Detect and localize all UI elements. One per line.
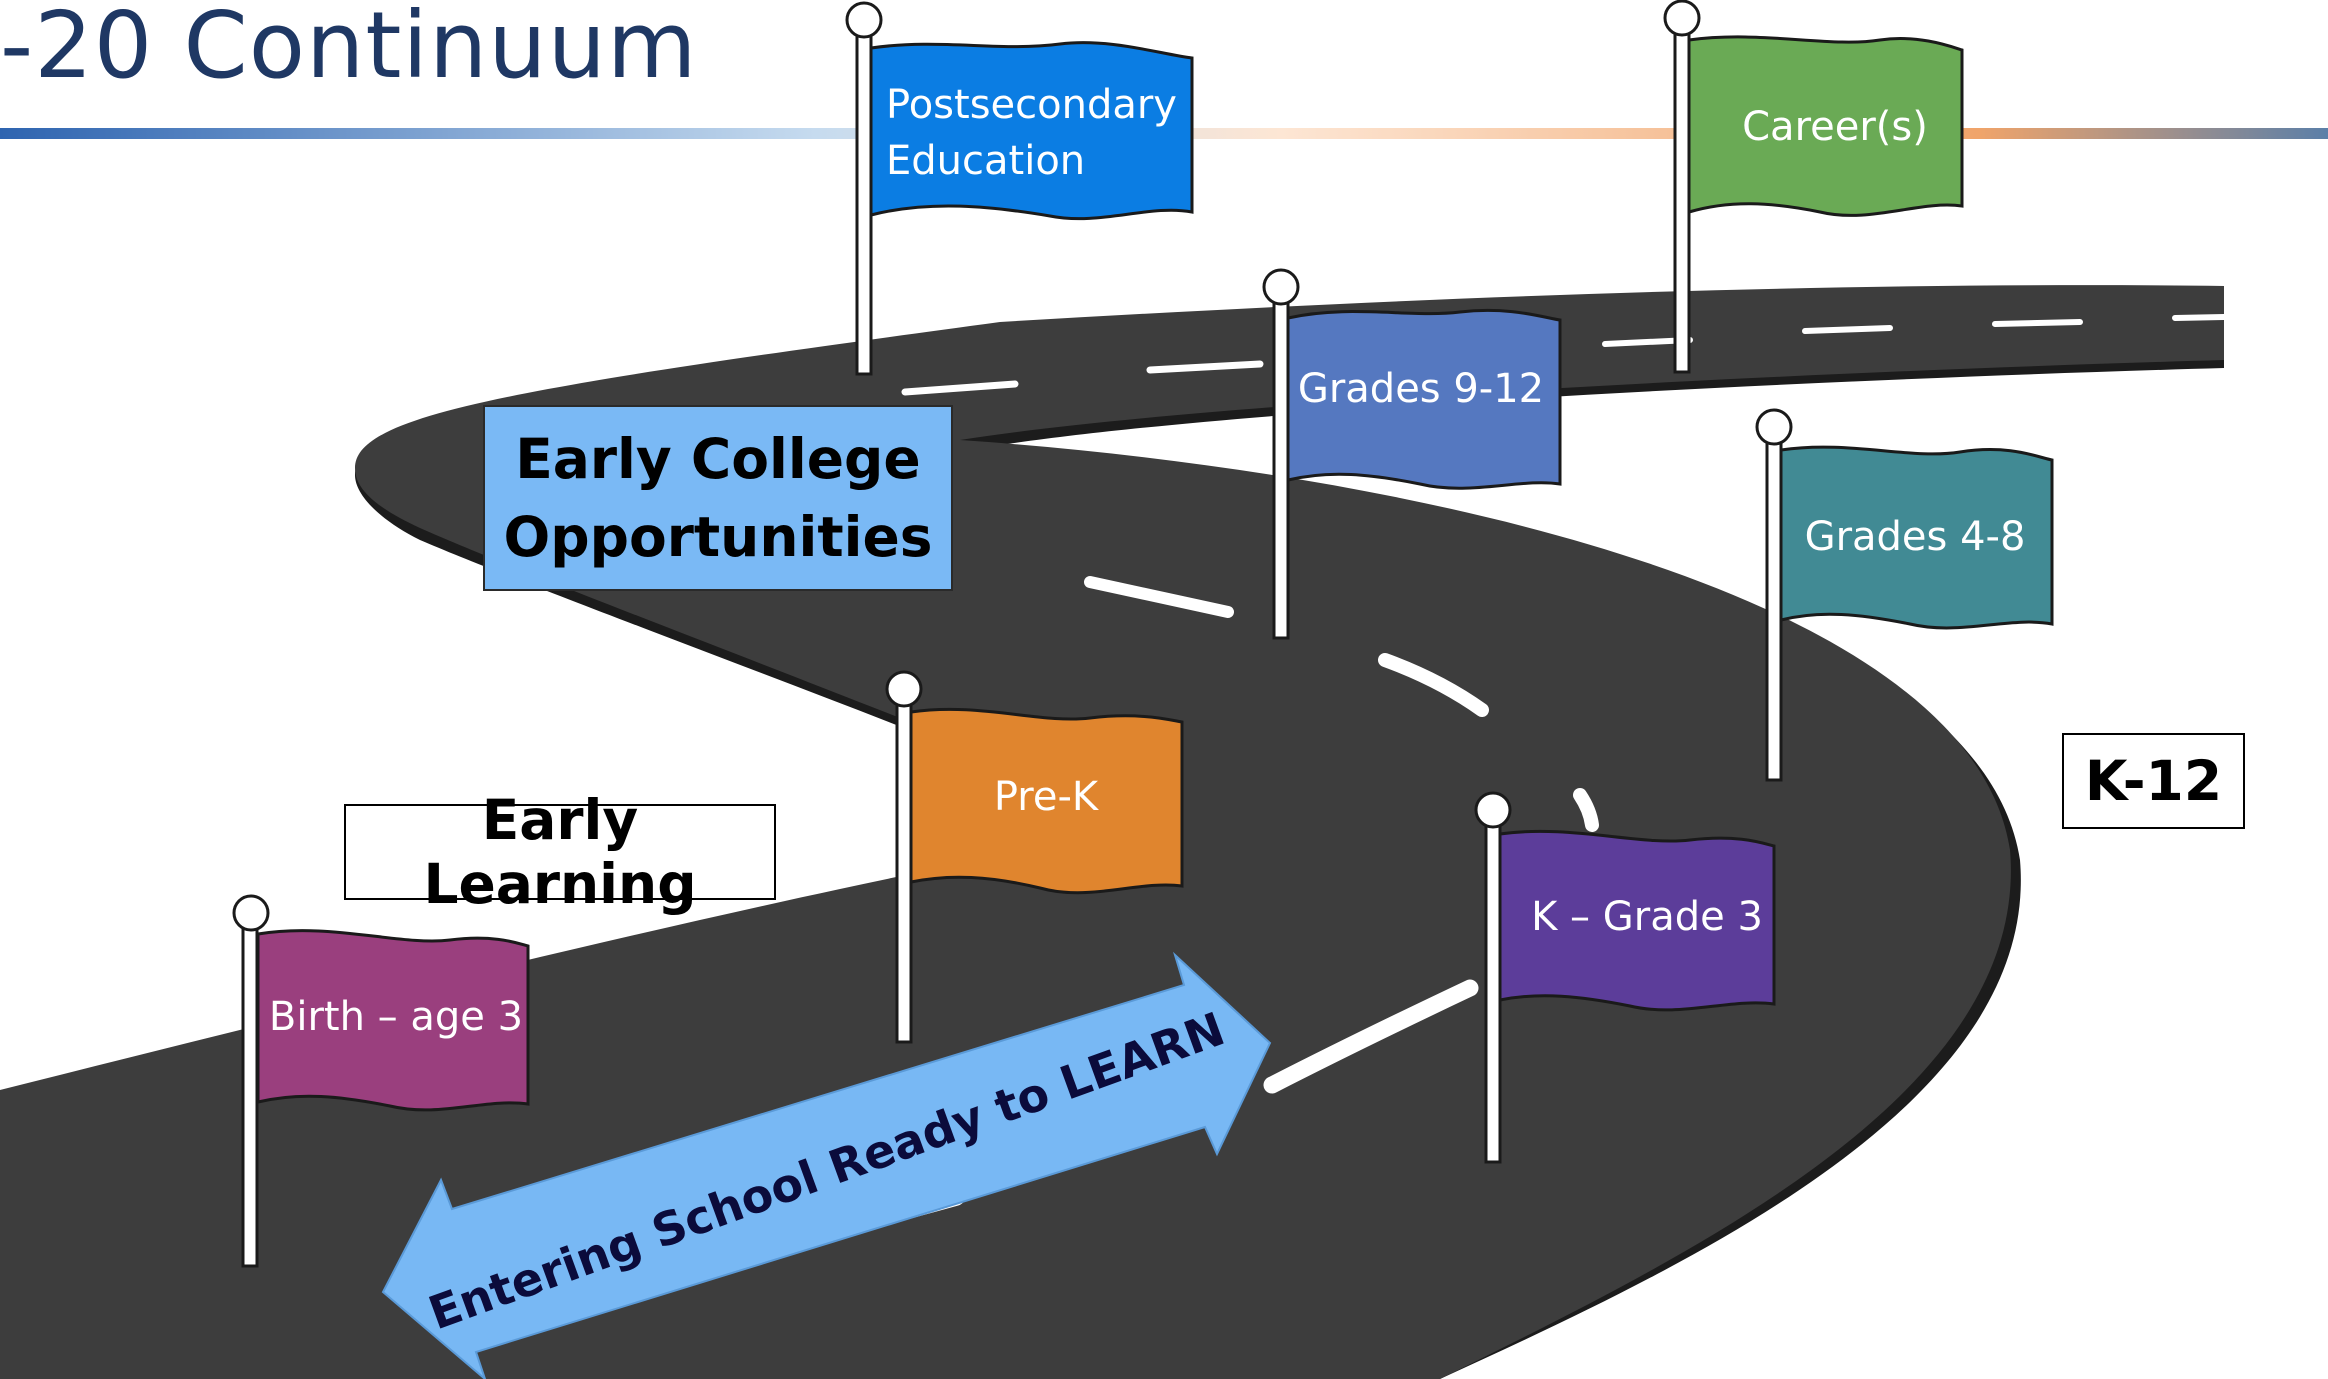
flag-grades-4-8: Grades 4-8 [1755,408,2054,782]
flag-postsecondary-line1: Postsecondary [886,82,1177,128]
flag-birth-age-3: Birth – age 3 [232,894,530,1268]
flag-postsecondary-line2: Education [886,138,1085,184]
k12-box: K-12 [2062,733,2245,829]
page-title: -20 Continuum [0,0,698,99]
flag-grades-9-12-label: Grades 9-12 [1298,366,1544,412]
flag-careers: Career(s) [1663,0,1964,374]
flag-birth-age-3-label: Birth – age 3 [269,994,523,1040]
flag-grades-9-12: Grades 9-12 [1262,268,1562,640]
flag-postsecondary: Postsecondary Education [845,1,1194,376]
flag-grades-4-8-label: Grades 4-8 [1805,514,2026,560]
early-college-line1: Early College [515,426,921,491]
flag-careers-label: Career(s) [1742,104,1928,150]
early-college-line2: Opportunities [503,505,933,569]
flag-k-grade-3-label: K – Grade 3 [1531,894,1763,940]
flag-pre-k-label: Pre-K [994,774,1100,820]
early-learning-box: Early Learning [344,788,776,916]
flag-pre-k: Pre-K [885,670,1184,1044]
flag-k-grade-3: K – Grade 3 [1474,791,1776,1164]
early-college-box: Early College Opportunities [483,405,953,591]
